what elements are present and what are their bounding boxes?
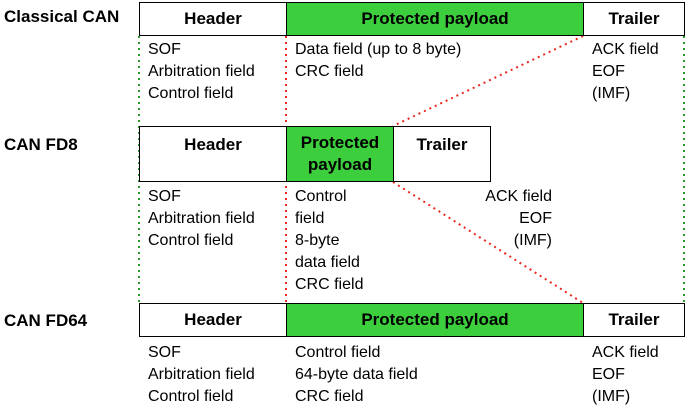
fd64-header-fields: SOF Arbitration field Control field: [148, 342, 255, 408]
fd64-header-box: Header: [139, 303, 287, 337]
field-item: Arbitration field: [148, 366, 255, 383]
fd8-payload-fields: Control field 8-byte data field CRC fiel…: [295, 186, 363, 296]
field-item: Control field: [148, 232, 234, 249]
field-item: Control: [295, 188, 347, 205]
fd64-trailer-box: Trailer: [583, 303, 685, 337]
field-item: CRC field: [295, 276, 364, 293]
field-item: 8-byte: [295, 232, 340, 249]
field-item: 64-byte data field: [295, 366, 418, 383]
fd8-header-fields: SOF Arbitration field Control field: [148, 186, 255, 252]
field-item: SOF: [148, 41, 181, 58]
classical-trailer-fields: ACK field EOF (IMF): [592, 39, 659, 105]
field-item: Arbitration field: [148, 210, 255, 227]
classical-header-box: Header: [139, 2, 287, 36]
fd64-trailer-fields: ACK field EOF (IMF): [592, 342, 659, 408]
field-item: ACK field: [592, 344, 659, 361]
field-item: CRC field: [295, 63, 364, 80]
field-item: Control field: [295, 344, 381, 361]
fd8-payload-line2: payload: [307, 155, 373, 174]
fd8-trailer-box: Trailer: [393, 126, 491, 182]
fd8-payload-line1: Protected: [300, 133, 380, 152]
field-item: (IMF): [592, 85, 631, 102]
row-label-classical: Classical CAN: [4, 7, 120, 26]
field-item: EOF: [592, 366, 625, 383]
field-item: CRC field: [295, 388, 364, 405]
fd8-trailer-fields: ACK field EOF (IMF): [440, 186, 552, 252]
field-item: Control field: [148, 388, 234, 405]
field-item: data field: [295, 254, 360, 271]
classical-payload-fields: Data field (up to 8 byte) CRC field: [295, 39, 461, 83]
field-item: EOF: [519, 210, 552, 227]
fd64-payload-box: Protected payload: [286, 303, 584, 337]
field-item: Arbitration field: [148, 63, 255, 80]
field-item: EOF: [592, 63, 625, 80]
payload-end-diagonal-upper: [392, 35, 584, 127]
field-item: ACK field: [485, 188, 552, 205]
classical-header-fields: SOF Arbitration field Control field: [148, 39, 255, 105]
classical-trailer-box: Trailer: [583, 2, 685, 36]
field-item: ACK field: [592, 41, 659, 58]
fd64-payload-fields: Control field 64-byte data field CRC fie…: [295, 342, 418, 408]
fd8-payload-box: Protected payload: [286, 126, 394, 182]
classical-payload-box: Protected payload: [286, 2, 584, 36]
field-item: Control field: [148, 85, 234, 102]
field-item: SOF: [148, 188, 181, 205]
field-item: SOF: [148, 344, 181, 361]
field-item: (IMF): [513, 232, 552, 249]
payload-end-diagonal-lower: [392, 181, 584, 304]
field-item: (IMF): [592, 388, 631, 405]
fd8-header-box: Header: [139, 126, 287, 182]
row-label-fd64: CAN FD64: [4, 311, 88, 330]
field-item: Data field (up to 8 byte): [295, 41, 462, 58]
field-item: field: [295, 210, 325, 227]
row-label-fd8: CAN FD8: [4, 135, 78, 154]
